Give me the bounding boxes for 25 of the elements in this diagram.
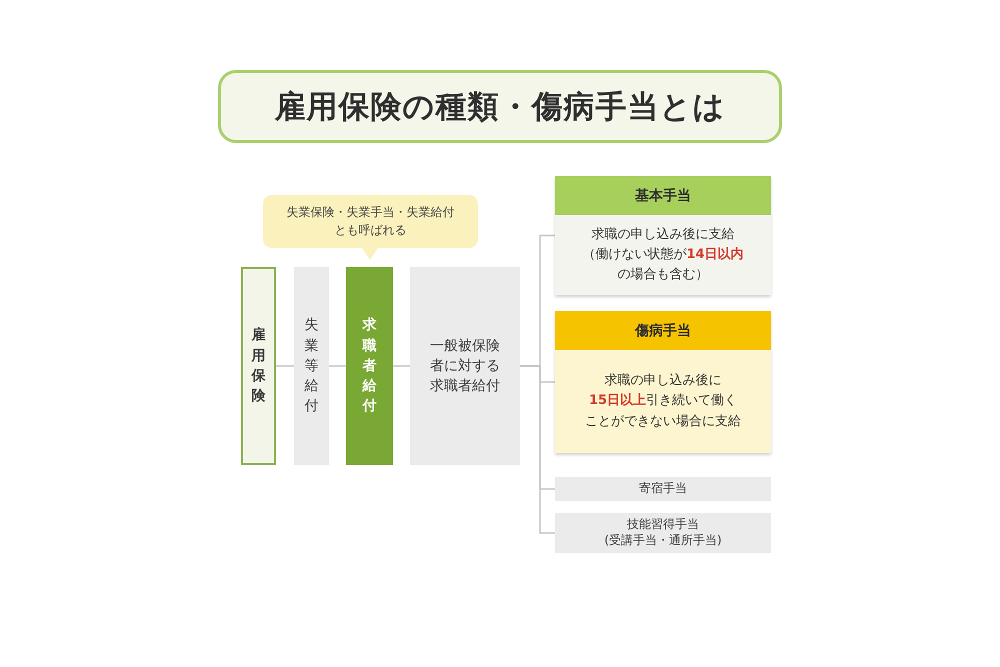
benefit-bar [555, 513, 771, 553]
benefit-card [555, 311, 771, 453]
benefit-bar [555, 477, 771, 501]
category-box [241, 267, 276, 465]
box-label: 技能習得手当(受講手当・通所手当) [603, 517, 723, 549]
category-box [410, 267, 520, 465]
callout-text: 失業保険・失業手当・失業給付とも呼ばれる [286, 204, 456, 239]
card-description: 求職の申し込み後に15日以上引き続いて働くことができない場合に支給 [584, 372, 742, 431]
card-heading: 基本手当 [555, 176, 771, 215]
benefit-card [555, 176, 771, 295]
highlighted-box [346, 267, 393, 465]
title-text: 雇用保険の種類・傷病手当とは [274, 88, 726, 126]
callout-bubble [263, 195, 478, 261]
card-description: 求職の申し込み後に支給（働けない状態が14日以内の場合も含む） [581, 226, 745, 284]
vertical-label: 雇用保険 [252, 326, 266, 406]
vertical-label: 失業等給付 [304, 316, 318, 416]
box-label: 一般被保険者に対する求職者給付 [428, 336, 501, 396]
card-heading: 傷病手当 [555, 311, 771, 350]
box-label: 寄宿手当 [639, 481, 687, 497]
connector-line [329, 365, 346, 367]
connector-line [276, 365, 294, 367]
category-box [294, 267, 329, 465]
connector-line [393, 365, 410, 367]
vertical-label: 求職者給付 [362, 316, 376, 416]
connector-line [520, 365, 555, 534]
